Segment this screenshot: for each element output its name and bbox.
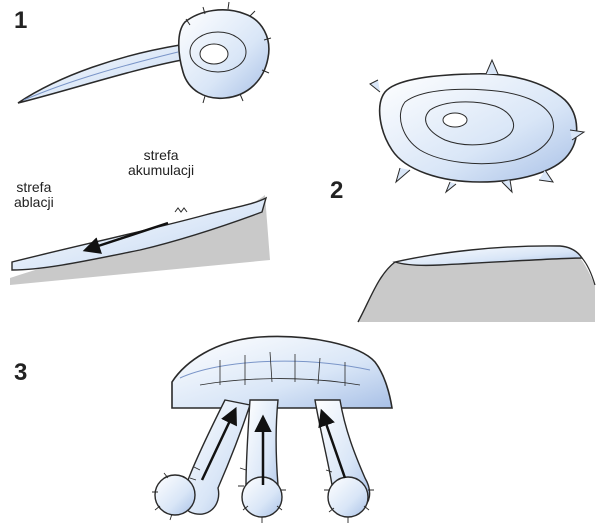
outlet-glaciers-diagram [152,337,392,523]
valley-glacier-plan [18,2,271,103]
figure-number-2: 2 [330,178,343,203]
ice-cap-profile [358,246,595,322]
ablation-zone-label: strefa ablacji [14,180,54,209]
figure-number-3: 3 [14,360,27,385]
figure-number-1: 1 [14,8,27,33]
accumulation-zone-label: strefa akumulacji [128,148,194,177]
ice-cap-plan [370,60,584,192]
